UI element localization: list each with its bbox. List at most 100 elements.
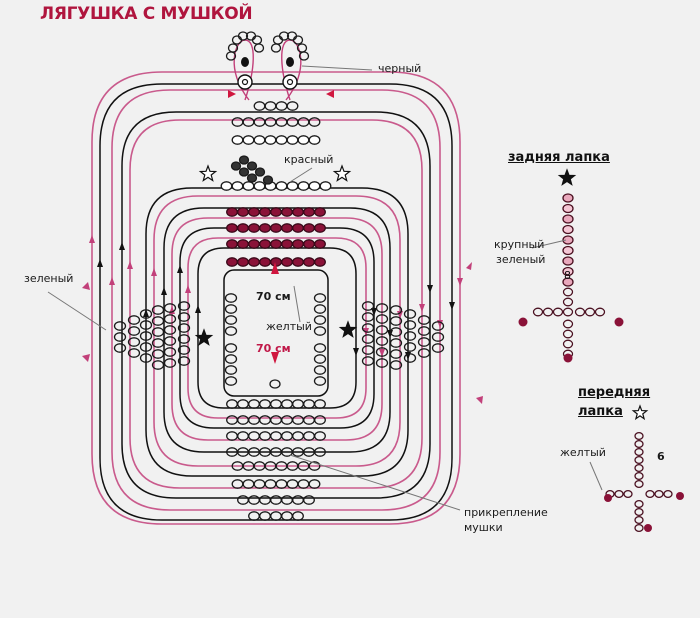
bead (248, 223, 260, 233)
bead (163, 336, 177, 346)
bead (297, 181, 310, 191)
bead (286, 181, 299, 191)
bead (226, 223, 238, 233)
bead (177, 334, 191, 344)
leg-end-bead (644, 524, 652, 532)
bead (562, 203, 574, 214)
bead (224, 304, 238, 314)
bead (281, 223, 293, 233)
bead (634, 455, 644, 465)
bead (314, 239, 326, 249)
bead (275, 135, 288, 145)
bead (151, 327, 165, 337)
bead (361, 312, 375, 322)
bead (264, 101, 277, 111)
bead (594, 307, 606, 317)
bead (375, 314, 389, 324)
bead (139, 331, 153, 341)
page-title: ЛЯГУШКА С МУШКОЙ (40, 4, 253, 24)
bead (292, 399, 304, 409)
eyes (225, 31, 334, 101)
bead (275, 181, 288, 191)
bead (262, 175, 274, 185)
bead (562, 287, 574, 297)
bead (313, 365, 327, 375)
bead (375, 336, 389, 346)
bead (634, 447, 644, 457)
bead (224, 326, 238, 336)
leader-front (589, 461, 603, 491)
bead (226, 257, 238, 267)
star-filled-icon (557, 168, 577, 186)
bead (242, 117, 255, 127)
bead (562, 193, 574, 203)
bead (292, 415, 304, 425)
bead (237, 223, 249, 233)
bead (113, 332, 127, 342)
bead (264, 135, 277, 145)
thread-arrow-icon (177, 265, 183, 273)
bead (163, 303, 177, 313)
bead (259, 223, 271, 233)
bead (542, 307, 554, 317)
bead (270, 43, 282, 53)
bead (663, 489, 673, 499)
front-leg-count: 6 (657, 450, 665, 463)
thread-arrow-icon (161, 287, 167, 295)
bead (237, 239, 249, 249)
bead (361, 345, 375, 355)
bead (242, 181, 255, 191)
bead (292, 207, 304, 217)
bead (259, 431, 271, 441)
bead (177, 312, 191, 322)
thread-arrow-icon (195, 305, 201, 313)
bead (281, 257, 293, 267)
bead (303, 223, 315, 233)
bead (303, 239, 315, 249)
bead (246, 173, 258, 183)
bead (248, 207, 260, 217)
leader-fly (289, 454, 461, 511)
thread-arrow-icon (353, 348, 359, 356)
star-markers (194, 164, 649, 421)
bead (281, 495, 293, 505)
bead (297, 135, 310, 145)
bead (292, 431, 304, 441)
bead (281, 399, 293, 409)
bead (224, 293, 238, 303)
thread-loop (179, 227, 375, 429)
bead (237, 495, 249, 505)
bead (313, 354, 327, 364)
bead (177, 345, 191, 355)
arrow-down-icon (271, 352, 279, 364)
hind-leg-label-1: крупный (494, 238, 545, 251)
bead (314, 431, 326, 441)
bead (292, 511, 304, 521)
bead (238, 167, 250, 177)
thread-loop (121, 111, 431, 499)
bead (313, 376, 327, 386)
label-red: красный (284, 153, 334, 166)
thread-loop (129, 119, 423, 489)
bead (562, 266, 574, 277)
bead (361, 356, 375, 366)
thread-arrow-icon (97, 259, 103, 267)
bead (231, 135, 244, 145)
bead (303, 431, 315, 441)
bead (634, 515, 644, 525)
bead (151, 338, 165, 348)
bead (308, 461, 321, 471)
bead (259, 257, 271, 267)
bead (308, 181, 321, 191)
bead (253, 117, 266, 127)
bead (361, 323, 375, 333)
bead (389, 360, 403, 370)
bead (237, 207, 249, 217)
bead (308, 117, 321, 127)
thread-loop (91, 71, 461, 525)
bead (562, 245, 574, 256)
bead (403, 320, 417, 330)
arrow-right-icon (228, 90, 236, 98)
bead (230, 161, 242, 171)
thread-arrow-icon (379, 349, 385, 357)
